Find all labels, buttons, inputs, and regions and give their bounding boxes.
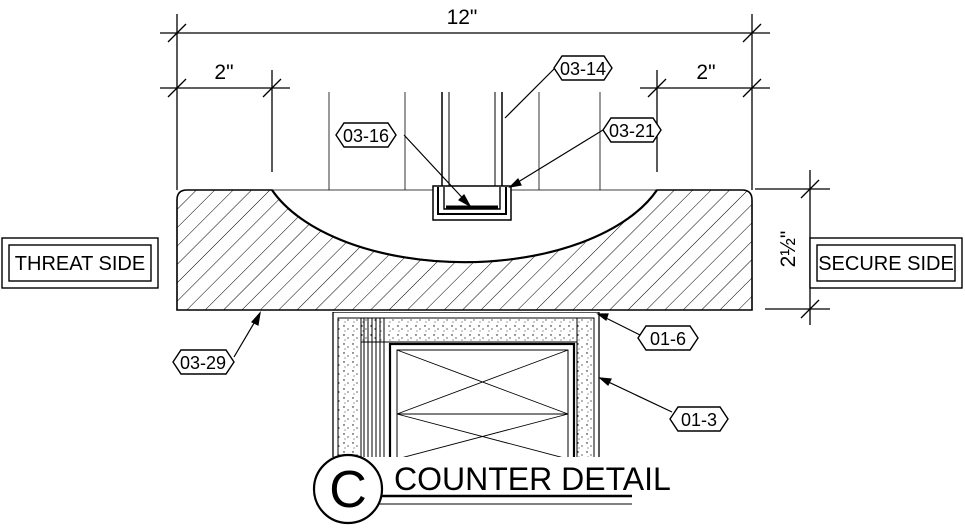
detail-bubble-letter: C	[329, 461, 367, 519]
detail-title-text: COUNTER DETAIL	[394, 461, 671, 497]
svg-text:03-14: 03-14	[560, 59, 606, 79]
tag-03-29: 03-29	[172, 349, 235, 375]
counter-scoop	[271, 189, 658, 264]
tag-03-21: 03-21	[602, 117, 662, 143]
detail-title: C COUNTER DETAIL	[312, 453, 671, 525]
svg-text:03-16: 03-16	[343, 126, 389, 146]
svg-text:01-3: 01-3	[681, 410, 717, 430]
threat-side-label: THREAT SIDE	[1, 237, 159, 289]
dimension-left-edge-label: 2"	[214, 61, 233, 84]
svg-text:01-6: 01-6	[650, 329, 686, 349]
dimension-left-edge	[160, 70, 290, 172]
glazing-channel	[432, 185, 512, 221]
secure-side-label: SECURE SIDE	[809, 237, 963, 289]
svg-text:THREAT SIDE: THREAT SIDE	[15, 253, 145, 275]
dimension-right-edge	[640, 70, 770, 172]
leaders	[233, 67, 673, 413]
svg-text:03-29: 03-29	[180, 353, 226, 373]
dimension-right-edge-label: 2"	[696, 61, 715, 84]
tag-01-3: 01-3	[669, 406, 729, 432]
dimension-overall	[160, 14, 770, 190]
tag-01-6: 01-6	[637, 325, 699, 351]
dimension-overall-label: 12"	[447, 6, 478, 29]
svg-text:SECURE SIDE: SECURE SIDE	[818, 253, 954, 275]
wall-assembly	[332, 312, 600, 457]
glazing-lines	[328, 92, 601, 190]
tag-03-14: 03-14	[553, 55, 613, 81]
detail-bubble	[312, 453, 384, 525]
tag-03-16: 03-16	[335, 122, 397, 148]
svg-text:03-21: 03-21	[609, 121, 655, 141]
dimension-thickness-label: 2½"	[777, 231, 800, 268]
